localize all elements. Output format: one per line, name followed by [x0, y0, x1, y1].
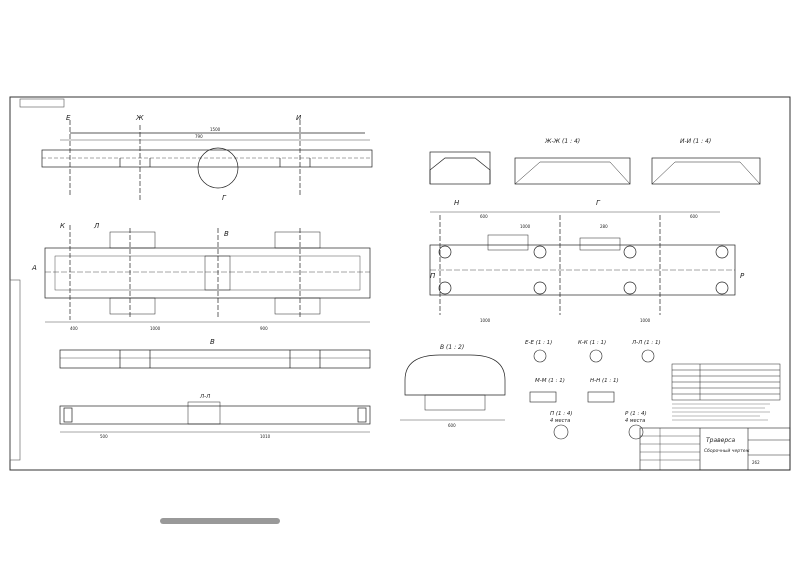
top-corner-box: [19, 98, 65, 108]
dim-280: 280: [600, 224, 608, 229]
section-i-i: [651, 157, 761, 185]
mark-zh: Ж: [135, 114, 144, 122]
top-view: [41, 120, 373, 200]
view-n-n: Н-Н (1 : 1): [590, 378, 619, 384]
section-zh-zh: [429, 151, 631, 185]
view-l-l: Л-Л: [199, 394, 210, 400]
mark-g-2: Г: [596, 199, 601, 207]
view-e-e: Е-Е (1 : 1): [525, 340, 552, 346]
dim-1000-d: 1000: [640, 318, 651, 323]
view-p: П (1 : 4): [550, 411, 573, 417]
side-view: [59, 349, 371, 369]
view-r-places: 4 места: [625, 418, 645, 424]
view-m-m: М-М (1 : 1): [535, 378, 565, 384]
view-r: Р (1 : 4): [625, 411, 647, 417]
mark-v-2: В: [210, 338, 215, 346]
mark-n: Н: [454, 199, 460, 207]
dim-1000-c: 1000: [480, 318, 491, 323]
mark-a: А: [31, 264, 37, 272]
mark-p: П: [430, 272, 436, 280]
small-sections: [529, 349, 655, 440]
mark-r: Р: [740, 272, 745, 280]
view-v: В (1 : 2): [440, 344, 464, 351]
mark-l: Л: [93, 222, 100, 230]
title-doc-type: Сборочный чертеж: [704, 448, 750, 454]
view-i-i: И-И (1 : 4): [680, 138, 711, 145]
view-k-k: К-К (1 : 1): [578, 340, 606, 346]
dim-900: 900: [260, 326, 268, 331]
dim-600-a: 600: [480, 214, 488, 219]
title-block: [639, 427, 791, 471]
view-p-places: 4 места: [550, 418, 570, 424]
scan-artifact: [160, 518, 280, 524]
mark-i: И: [296, 114, 302, 122]
weld-table: [671, 363, 781, 401]
dim-500: 500: [100, 434, 108, 439]
mark-g: Г: [222, 194, 227, 202]
technical-notes: [672, 403, 770, 421]
mark-e: Е: [66, 114, 71, 122]
sheet-frame: [9, 96, 791, 471]
dim-1010: 1010: [260, 434, 271, 439]
mark-v: В: [224, 230, 229, 238]
dim-262: 262: [752, 460, 760, 465]
dim-span: 790: [195, 134, 203, 139]
view-zh-zh: Ж-Ж (1 : 4): [544, 138, 580, 145]
dim-600-c: 600: [448, 423, 456, 428]
bottom-view: [59, 401, 371, 433]
mark-k: К: [60, 222, 66, 230]
dim-600-b: 600: [690, 214, 698, 219]
view-l-l-1: Л-Л (1 : 1): [631, 340, 661, 346]
dim-1000: 1000: [150, 326, 161, 331]
view-v-detail: [400, 354, 506, 421]
binding-strip: [9, 279, 21, 461]
main-plan: [429, 211, 736, 315]
title-name: Траверса: [706, 437, 735, 444]
dim-1000-b: 1000: [520, 224, 531, 229]
dim-total: 1500: [210, 127, 221, 132]
plan-view: [44, 225, 371, 323]
dim-400: 400: [70, 326, 78, 331]
